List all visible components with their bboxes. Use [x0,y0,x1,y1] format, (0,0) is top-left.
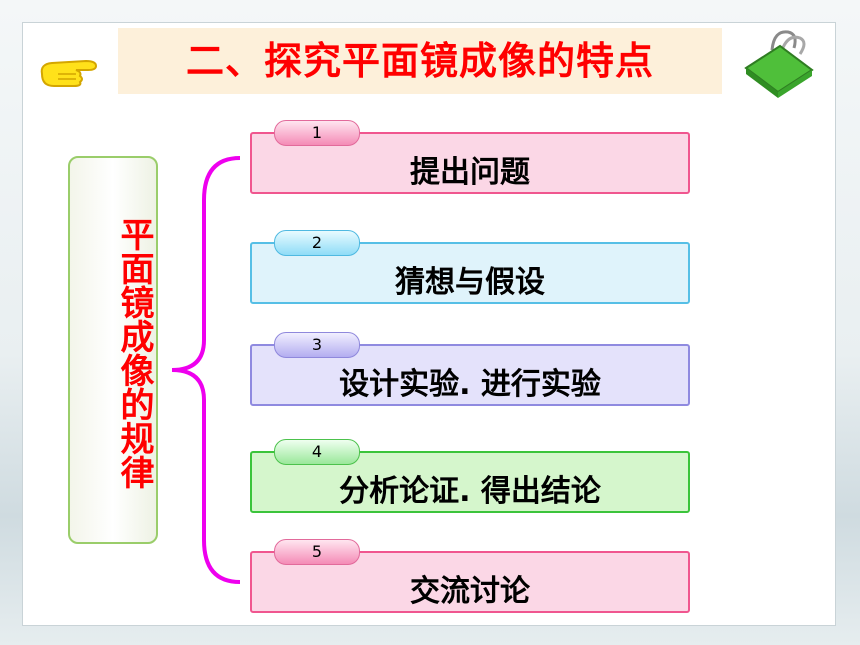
step-3: 3 设计实验. 进行实验 [250,332,690,406]
curly-brace [171,156,241,584]
step-label: 设计实验. 进行实验 [339,367,601,402]
step-label: 提出问题 [410,155,530,190]
step-4: 4 分析论证. 得出结论 [250,439,690,513]
step-label: 猜想与假设 [395,265,545,300]
pointing-hand-icon [40,59,98,87]
step-label: 分析论证. 得出结论 [339,474,601,509]
step-number-tag: 3 [274,332,360,358]
step-2: 2 猜想与假设 [250,230,690,304]
side-label-box: 平面镜成像的规律 [68,156,158,544]
step-number-tag: 4 [274,439,360,465]
step-1: 1 提出问题 [250,120,690,194]
side-label: 平面镜成像的规律 [114,217,154,489]
step-number-tag: 2 [274,230,360,256]
step-5: 5 交流讨论 [250,539,690,613]
step-number-tag: 1 [274,120,360,146]
page-title: 二、探究平面镜成像的特点 [185,39,654,83]
step-number-tag: 5 [274,539,360,565]
title-banner: 二、探究平面镜成像的特点 [118,28,722,94]
step-label: 交流讨论 [410,574,530,609]
binder-clip-icon [744,30,814,98]
